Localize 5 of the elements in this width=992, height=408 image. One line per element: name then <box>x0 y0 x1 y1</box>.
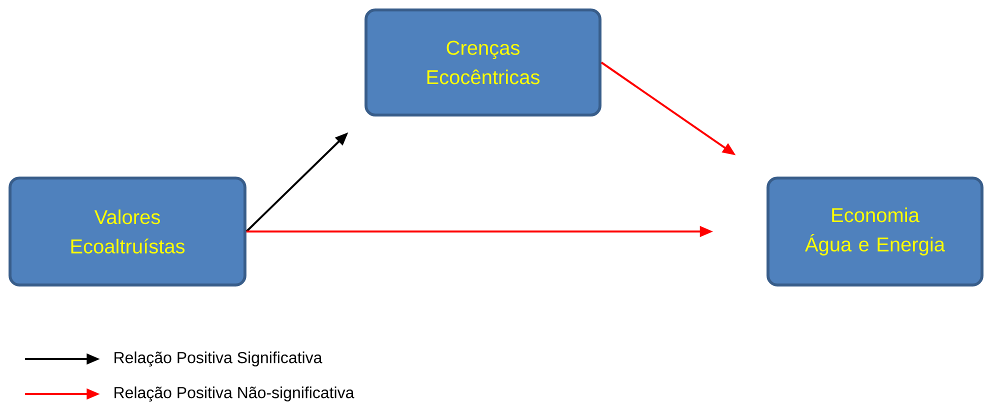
process-box: Economia Água e Energia <box>766 176 984 286</box>
legend-text: Relação Positiva Não-significativa <box>114 386 354 402</box>
legend-text: Relação Positiva Significativa <box>114 352 322 366</box>
process-box: Valores Ecoaltruístas <box>8 176 246 286</box>
process-box: Crenças Ecocêntricas <box>364 8 602 116</box>
